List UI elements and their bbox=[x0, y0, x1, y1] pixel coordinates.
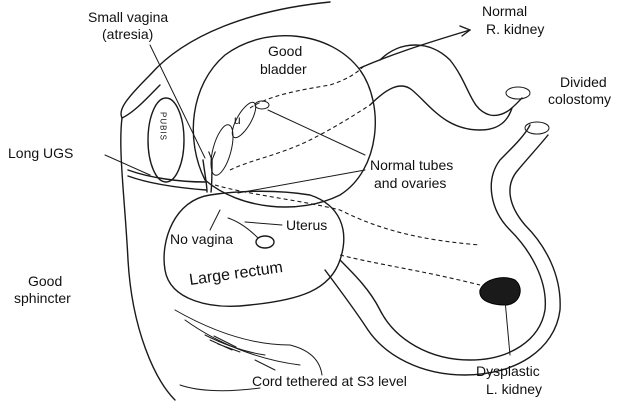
label-v: V bbox=[208, 149, 216, 163]
label-dysplastic-1: Dysplastic bbox=[476, 363, 540, 379]
label-normal-kidney-1: Normal bbox=[482, 3, 527, 19]
proximal-loop-inner bbox=[370, 86, 512, 130]
urogenital-sinus bbox=[128, 170, 206, 190]
label-u: u bbox=[234, 113, 241, 127]
label-normal-kidney-2: R. kidney bbox=[486, 21, 544, 37]
label-no-vagina: No vagina bbox=[170, 231, 233, 247]
ureter-right bbox=[215, 185, 480, 245]
buttock-line bbox=[180, 385, 260, 391]
label-divided-colostomy-2: colostomy bbox=[548, 91, 611, 107]
label-small-vagina-1: Small vagina bbox=[88, 9, 168, 25]
pointer-long-ugs bbox=[105, 155, 150, 175]
pointer-cord bbox=[255, 360, 275, 370]
label-divided-colostomy-1: Divided bbox=[560, 74, 607, 90]
proximal-stoma bbox=[506, 87, 530, 99]
pointer-no-vagina bbox=[210, 210, 220, 230]
large-rectum bbox=[164, 191, 344, 306]
label-long-ugs: Long UGS bbox=[8, 145, 73, 161]
tube-left bbox=[230, 105, 370, 170]
label-dysplastic-2: L. kidney bbox=[486, 381, 542, 397]
label-good-bladder-2: bladder bbox=[260, 61, 307, 77]
left-ureter bbox=[340, 255, 480, 285]
abdominal-wall bbox=[121, 118, 175, 400]
right-ureter bbox=[360, 30, 470, 68]
label-good-bladder-1: Good bbox=[268, 43, 302, 59]
pointer-dysplastic bbox=[505, 300, 510, 355]
label-good-sphincter-1: Good bbox=[28, 273, 62, 289]
pointer-normal-tubes-2 bbox=[238, 170, 365, 193]
label-good-sphincter-2: sphincter bbox=[14, 290, 71, 306]
dysplastic-kidney bbox=[480, 278, 520, 305]
label-normal-tubes-1: Normal tubes bbox=[370, 157, 453, 173]
label-small-vagina-2: (atresia) bbox=[102, 26, 153, 42]
pointer-normal-tubes-1 bbox=[268, 110, 365, 155]
label-cord-tethered: Cord tethered at S3 level bbox=[252, 373, 407, 389]
ovary-right bbox=[255, 101, 269, 109]
label-large-rectum: Large rectum bbox=[188, 259, 284, 289]
rectal-fistula bbox=[256, 236, 274, 248]
pointer-uterus bbox=[245, 222, 282, 225]
pubis-label: PUBIS bbox=[159, 112, 168, 141]
label-uterus: Uterus bbox=[286, 217, 327, 233]
spinal-canal bbox=[185, 320, 300, 365]
proximal-loop-outer bbox=[380, 45, 522, 115]
label-normal-tubes-2: and ovaries bbox=[374, 175, 446, 191]
